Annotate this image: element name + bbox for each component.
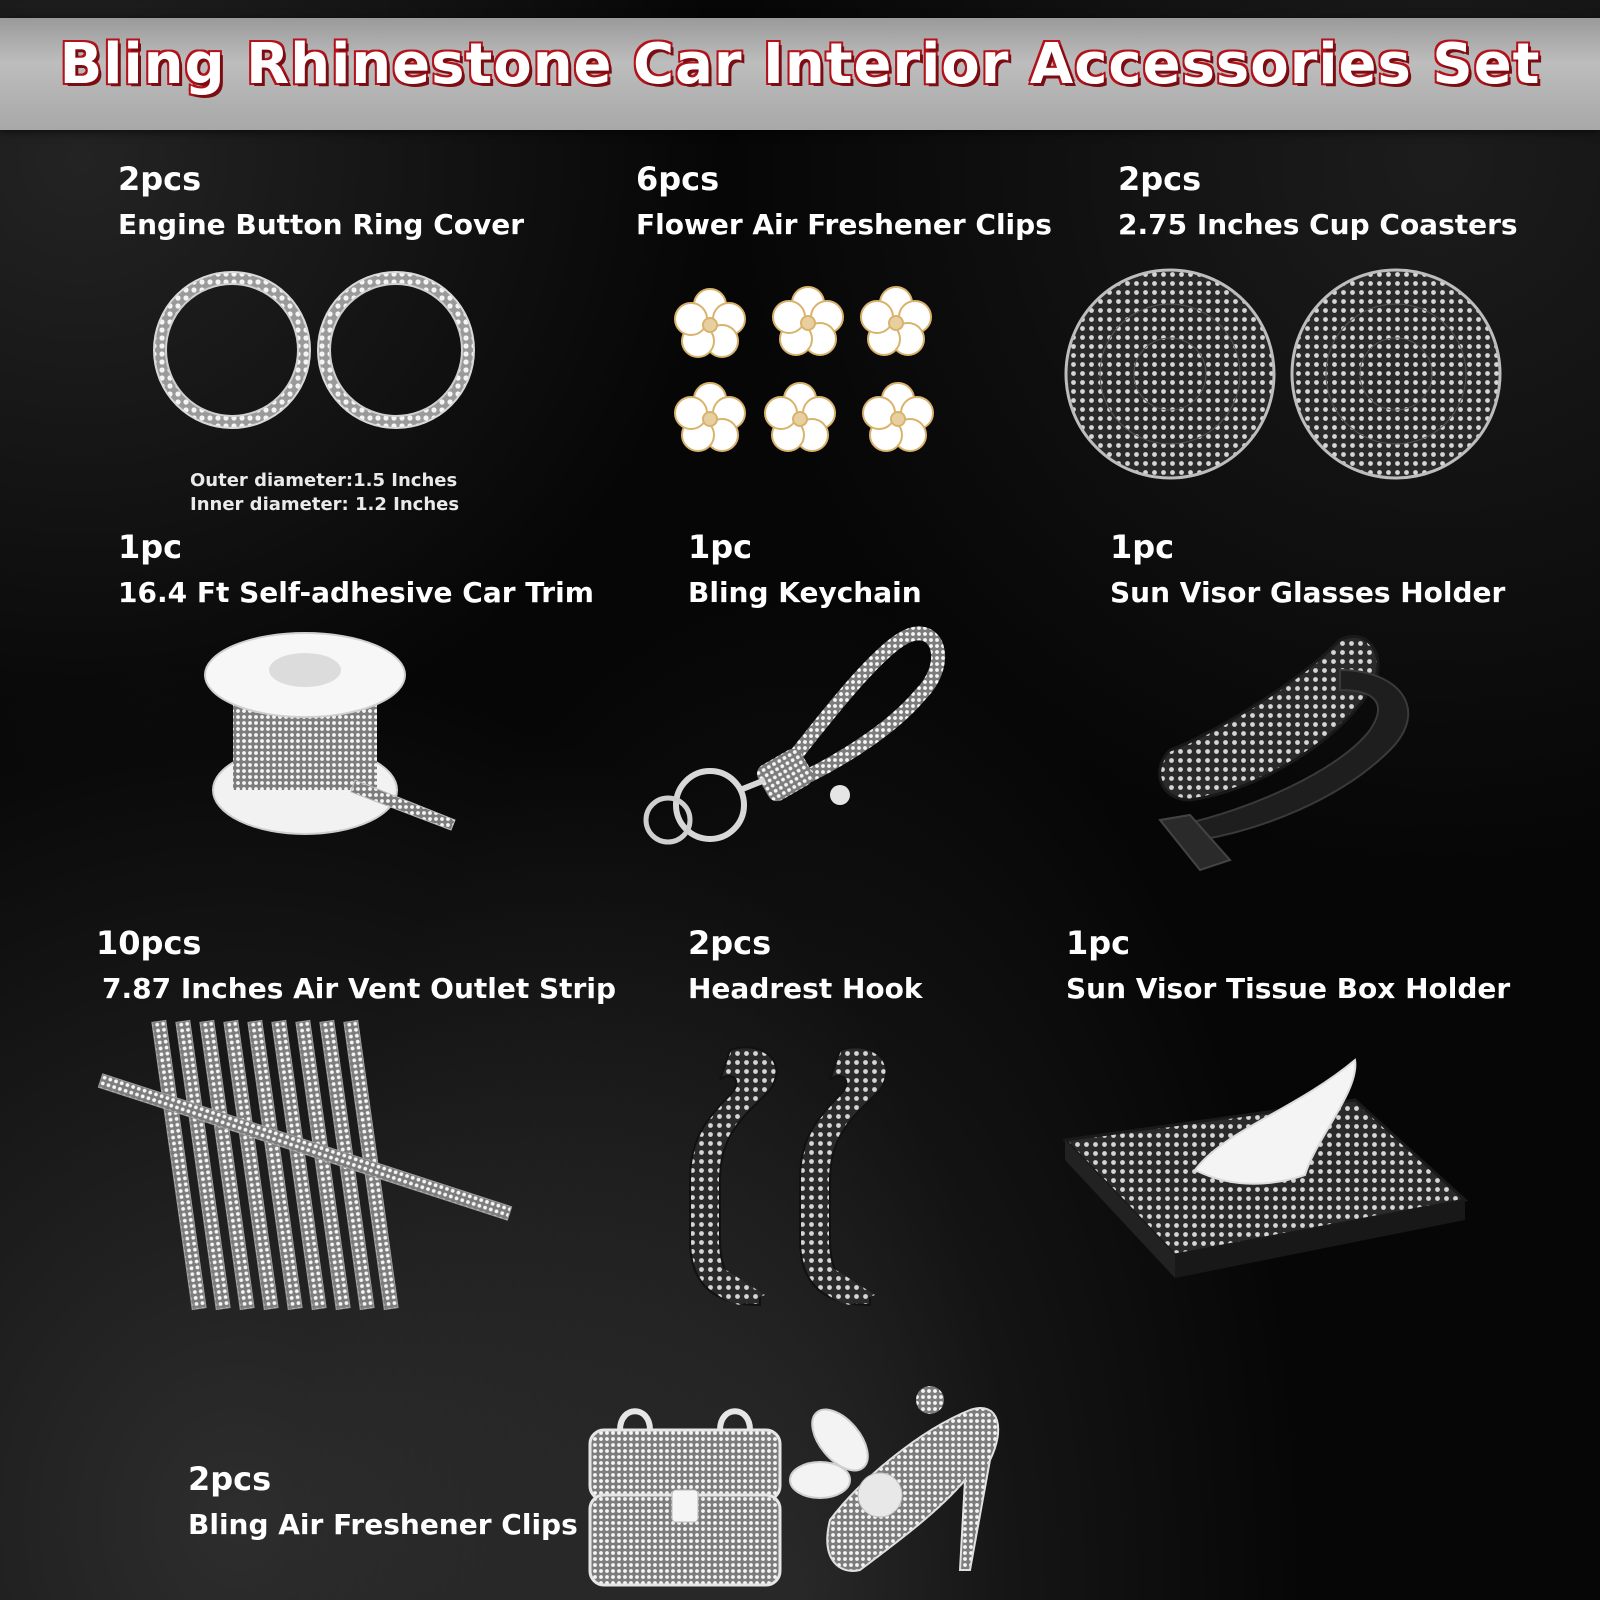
item-name: Headrest Hook <box>688 972 923 1005</box>
item-name: 2.75 Inches Cup Coasters <box>1118 208 1518 241</box>
item-quantity: 6pcs <box>636 160 720 198</box>
car-trim-spool-image <box>204 632 456 835</box>
item-name: Flower Air Freshener Clips <box>636 208 1052 241</box>
high-heel-air-freshener-clip-image <box>789 1386 1000 1572</box>
item-quantity: 2pcs <box>118 160 202 198</box>
item-name: Sun Visor Tissue Box Holder <box>1066 972 1511 1005</box>
headrest-hooks-image <box>689 1046 888 1307</box>
item-quantity: 1pc <box>688 528 753 566</box>
item-quantity: 2pcs <box>688 924 772 962</box>
item-quantity: 2pcs <box>1118 160 1202 198</box>
engine-button-ring-image <box>153 271 475 429</box>
purse-air-freshener-clip-image <box>588 1408 782 1587</box>
item-quantity: 1pc <box>1110 528 1175 566</box>
bling-keychain-image <box>643 626 945 845</box>
glasses-holder-image <box>1158 634 1410 872</box>
tissue-box-holder-image <box>1061 1058 1469 1278</box>
item-name: Engine Button Ring Cover <box>118 208 525 241</box>
item-name: 7.87 Inches Air Vent Outlet Strip <box>102 972 616 1005</box>
item-name: Sun Visor Glasses Holder <box>1110 576 1506 609</box>
item-quantity: 2pcs <box>188 1460 272 1498</box>
flower-clips-image <box>674 286 934 452</box>
ring-inner-diameter: Inner diameter: 1.2 Inches <box>190 494 460 515</box>
vent-strips-image <box>97 1019 513 1311</box>
item-quantity: 1pc <box>1066 924 1131 962</box>
cup-coasters-image <box>1064 268 1502 480</box>
ring-outer-diameter: Outer diameter:1.5 Inches <box>190 470 458 491</box>
item-name: 16.4 Ft Self-adhesive Car Trim <box>118 576 594 609</box>
item-name: Bling Air Freshener Clips <box>188 1508 578 1541</box>
item-quantity: 10pcs <box>96 924 202 962</box>
item-name: Bling Keychain <box>688 576 922 609</box>
item-quantity: 1pc <box>118 528 183 566</box>
page-title: Bling Rhinestone Car Interior Accessorie… <box>58 31 1541 99</box>
title-banner <box>0 18 1600 130</box>
